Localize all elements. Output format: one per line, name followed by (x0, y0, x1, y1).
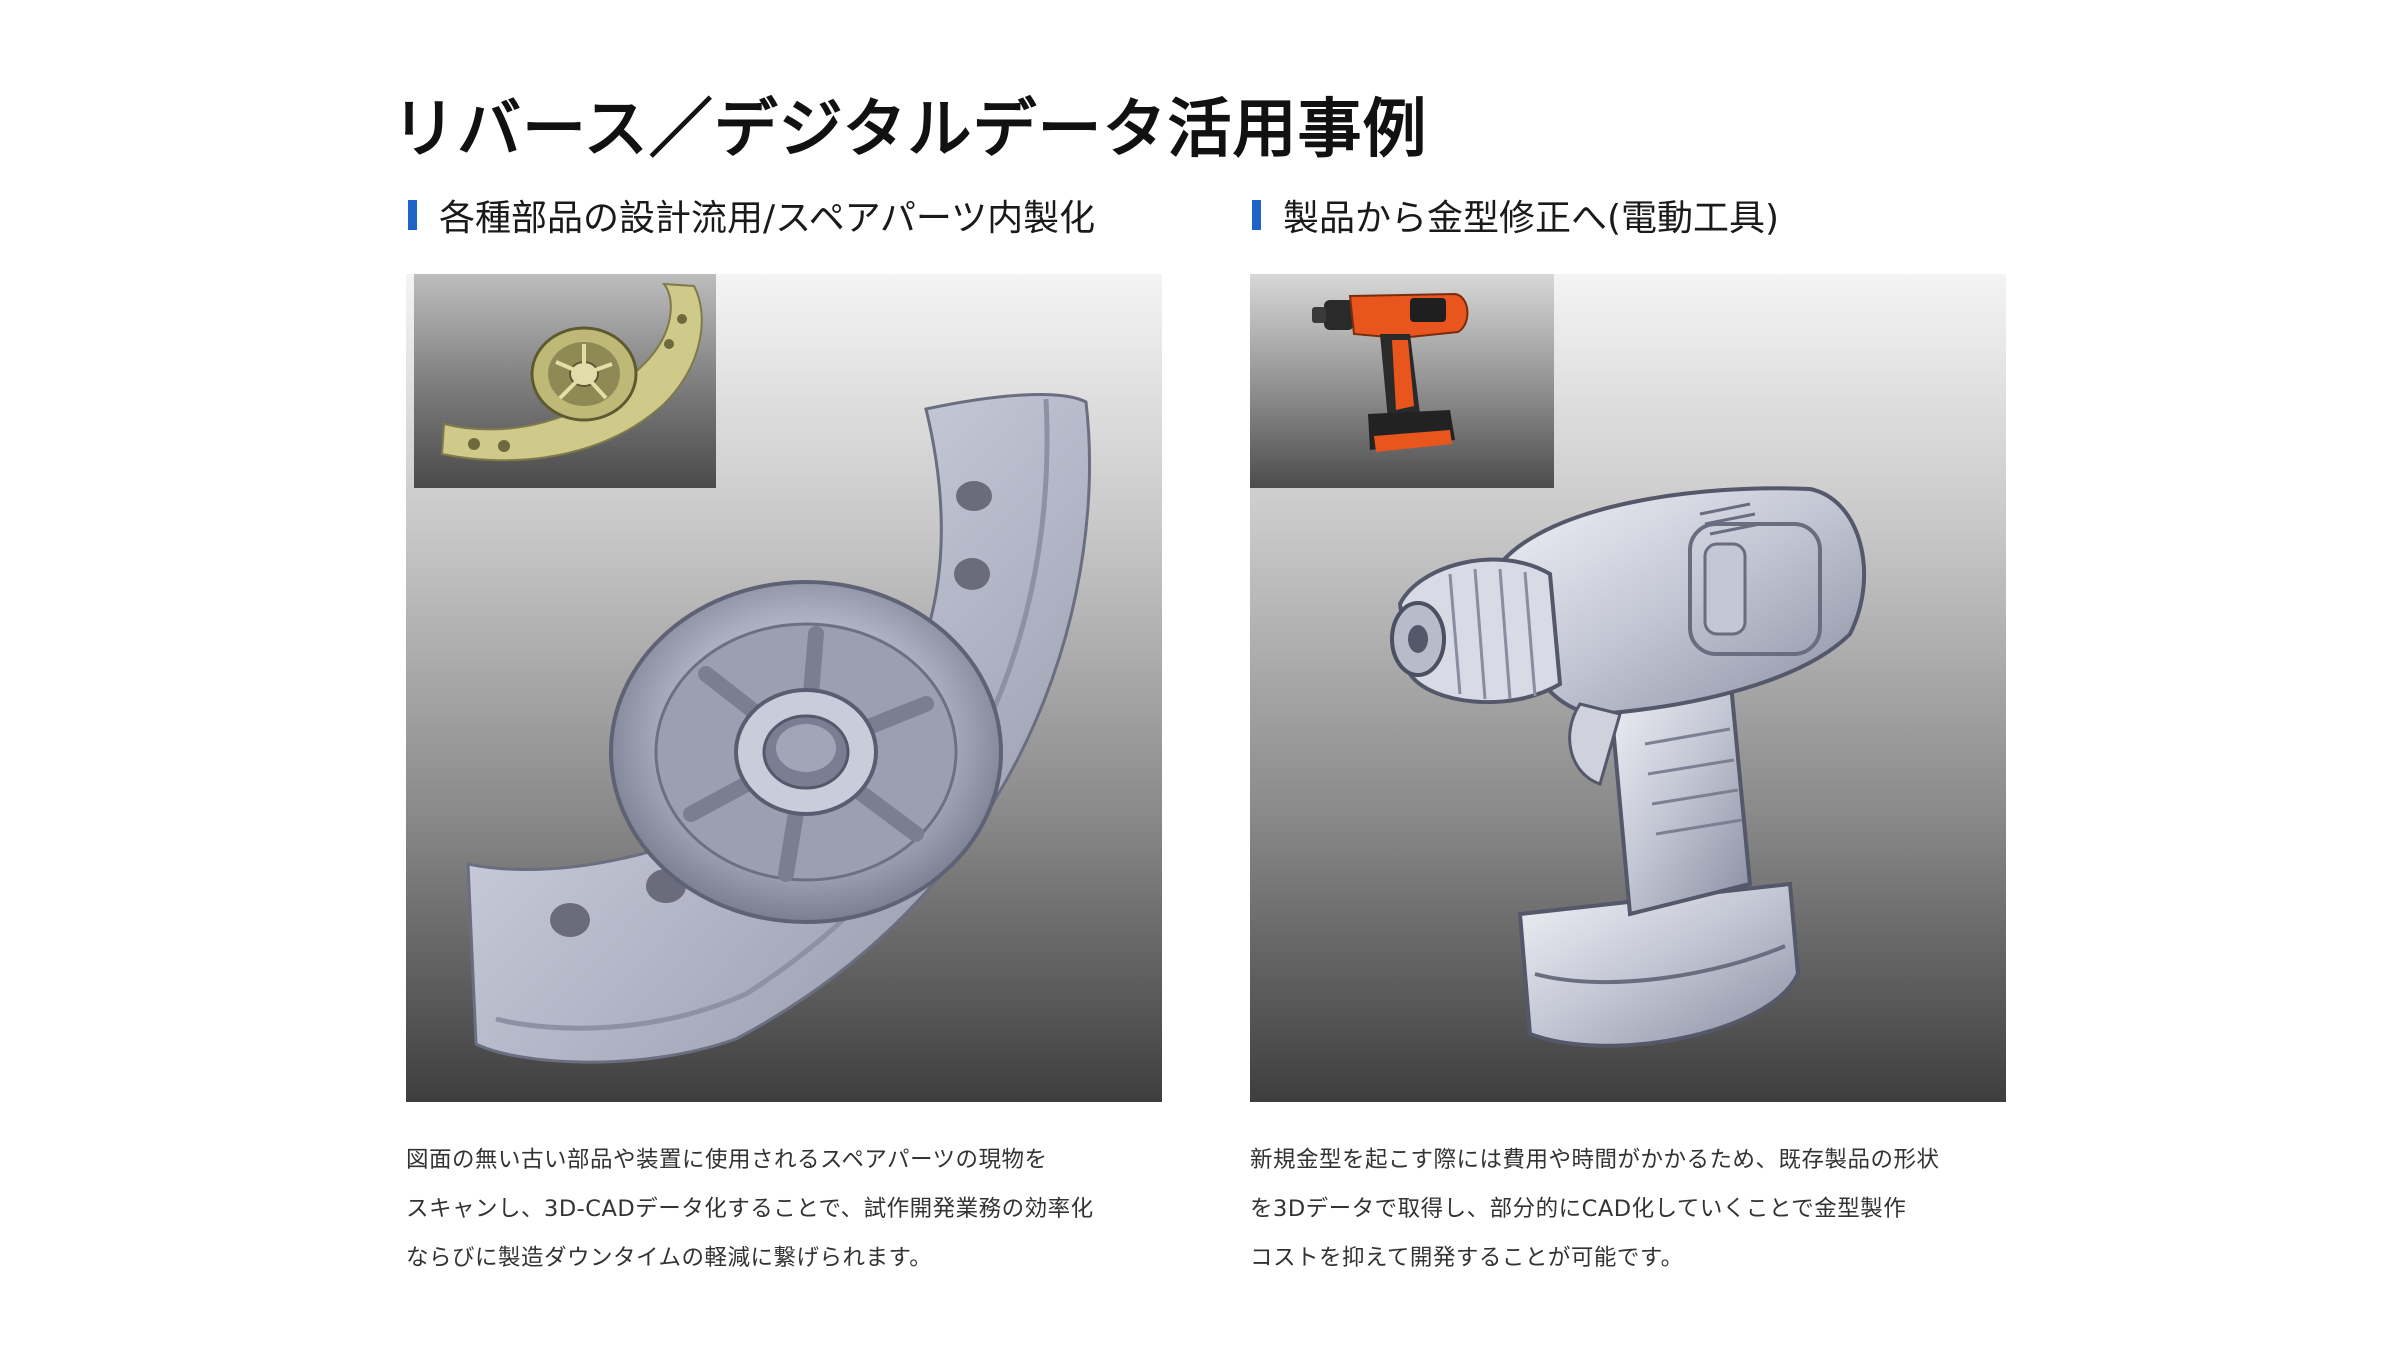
section-caption: 新規金型を起こす際には費用や時間がかかるため、既存製品の形状 を3Dデータで取得… (1250, 1136, 2006, 1283)
caption-line: ならびに製造ダウンタイムの軽減に繋げられます。 (406, 1245, 933, 1271)
page-title: リバース／デジタルデータ活用事例 (392, 93, 1428, 167)
section-heading: 製品から金型修正へ(電動工具) (1250, 190, 2006, 240)
photo-inset-original-drill (1250, 274, 1554, 488)
caption-line: 新規金型を起こす際には費用や時間がかかるため、既存製品の形状 (1250, 1147, 1940, 1173)
caption-line: 図面の無い古い部品や装置に使用されるスペアパーツの現物を (406, 1147, 1048, 1173)
caption-line: を3Dデータで取得し、部分的にCAD化していくことで金型製作 (1250, 1196, 1907, 1222)
section-spare-parts: 各種部品の設計流用/スペアパーツ内製化 (406, 190, 1162, 1283)
brass-part-photo (440, 282, 703, 462)
section-power-tool: 製品から金型修正へ(電動工具) (1250, 190, 2006, 1283)
orange-drill-photo (1312, 292, 1469, 452)
caption-line: スキャンし、3D-CADデータ化することで、試作開発業務の効率化 (406, 1196, 1094, 1222)
heading-marker-icon (408, 200, 417, 230)
section-caption: 図面の無い古い部品や装置に使用されるスペアパーツの現物を スキャンし、3D-CA… (406, 1136, 1162, 1283)
scan-figure-drill (1250, 274, 2006, 1102)
section-heading-text: 製品から金型修正へ(電動工具) (1283, 198, 1780, 239)
scan-figure-part (406, 274, 1162, 1102)
cad-drill-image (1390, 486, 1866, 1048)
caption-line: コストを抑えて開発することが可能です。 (1250, 1245, 1684, 1271)
heading-marker-icon (1252, 200, 1261, 230)
cad-part-image (466, 393, 1091, 1064)
section-heading-text: 各種部品の設計流用/スペアパーツ内製化 (439, 198, 1096, 239)
photo-inset-original-part (414, 274, 716, 488)
section-heading: 各種部品の設計流用/スペアパーツ内製化 (406, 190, 1162, 240)
